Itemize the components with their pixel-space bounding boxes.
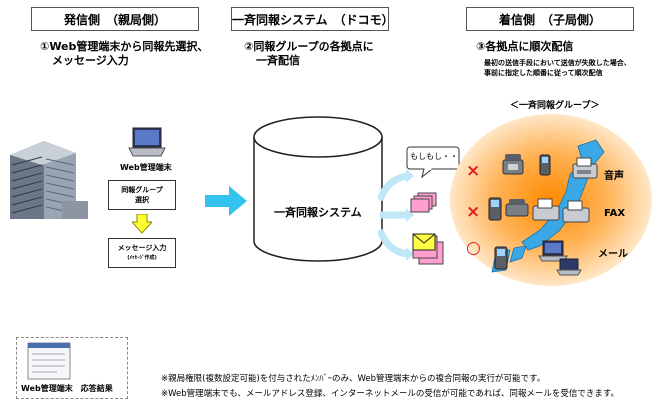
step3-text: ③各拠点に順次配信 [476, 40, 574, 53]
status-mark-fax: × [466, 202, 481, 222]
method-fax-label: FAX [604, 208, 626, 219]
message-input-box: メッセージ入力 (ﾒｯｾｰｼﾞ作成) [108, 238, 176, 268]
cylinder-icon [253, 116, 383, 262]
mobile-icon [494, 246, 508, 270]
phone-icon [502, 154, 524, 175]
step1-text: ①Web管理端末から同報先選択、 メッセージ入力 [40, 40, 209, 67]
group-select-box: 同報グループ 選択 [108, 180, 176, 210]
group-label: ＜一斉同報グループ＞ [510, 101, 600, 111]
legend-box: Web管理端末 応答結果 [16, 337, 128, 399]
status-mark-voice: × [466, 161, 481, 181]
mobile-icon [539, 154, 551, 176]
fax-pages-icon [410, 192, 437, 213]
terminal-label: Web管理端末 [120, 163, 172, 172]
method-voice-label: 音声 [604, 171, 624, 182]
fax-icon [562, 200, 590, 223]
system-header: 一斉同報システム （ドコモ） [231, 7, 394, 31]
laptop-icon [128, 127, 166, 157]
down-arrow-icon [132, 214, 152, 234]
step3-note: 最初の送信手段において送信が失敗した場合、 事前に指定した順番に従って順次配信 [484, 59, 631, 77]
laptop-icon [538, 240, 568, 262]
legend-label: Web管理端末 応答結果 [21, 384, 113, 393]
right-arrow-icon [205, 186, 247, 216]
mobile-icon [488, 197, 502, 221]
status-mark-mail: ○ [466, 238, 481, 258]
phone-icon [505, 199, 529, 217]
step2-text: ②同報グループの各拠点に 一斉配信 [244, 40, 374, 67]
screen-thumbnail-icon [27, 342, 71, 380]
receiver-header: 着信側 （子局側） [466, 7, 634, 31]
sender-header: 発信側 （親局側） [31, 7, 199, 31]
envelope-icon [412, 233, 444, 265]
system-label: 一斉同報システム [274, 206, 362, 219]
footnote-1: ※親局権限(複数設定可能)を付与されたﾒﾝﾊﾞｰのみ、Web管理端末からの複合同… [161, 374, 546, 384]
fax-icon [572, 157, 598, 179]
fax-icon [532, 198, 560, 221]
distribution-arrows [378, 169, 414, 261]
call-bubble-text: もしもし・・ [410, 152, 458, 161]
building-icon [10, 141, 88, 219]
laptop-icon [556, 258, 582, 276]
speech-bubble [406, 146, 460, 178]
footnote-2: ※Web管理端末でも、メールアドレス登録、インターネットメールの受信が可能であれ… [161, 389, 619, 399]
method-mail-label: メール [598, 249, 628, 260]
